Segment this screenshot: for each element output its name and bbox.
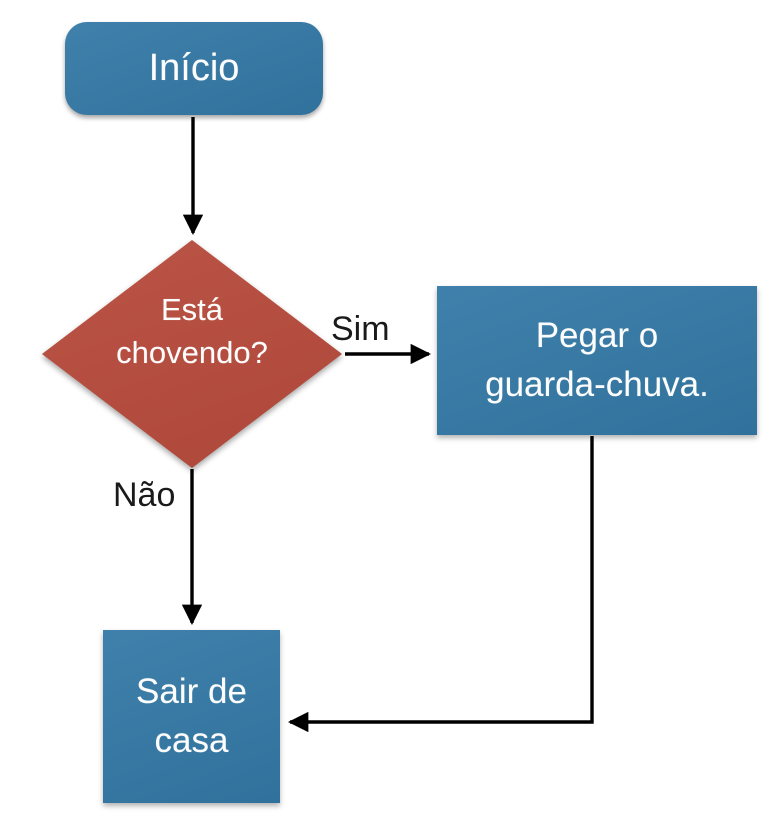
node-decision-label: Está chovendo? (116, 292, 268, 370)
edge-label-yes: Sim (331, 310, 390, 348)
node-take-umbrella-label: Pegar o guarda-chuva. (485, 316, 709, 404)
edge-label-no: Não (113, 476, 176, 514)
decision-diamond-shape: Está chovendo? (42, 240, 342, 468)
node-start-label: Início (148, 47, 240, 90)
node-start: Início (65, 22, 323, 115)
node-decision: Está chovendo? (42, 240, 342, 468)
node-take-umbrella: Pegar o guarda-chuva. (437, 286, 757, 435)
edge-umbrella-to-leave (287, 436, 594, 733)
node-leave-house-label: Sair de casa (136, 672, 247, 760)
node-leave-house: Sair de casa (103, 630, 280, 803)
